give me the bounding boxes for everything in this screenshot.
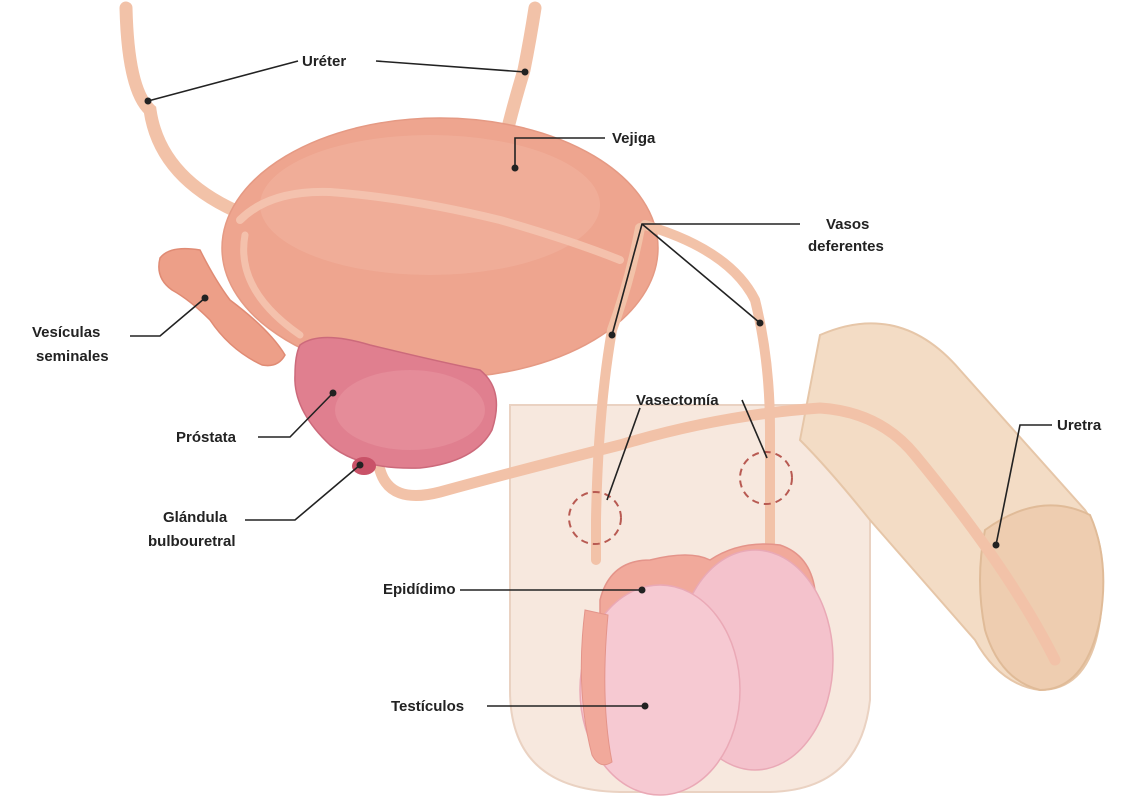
label-vesiculas-1: Vesículas — [32, 324, 100, 341]
label-uretra: Uretra — [1057, 417, 1102, 434]
dot-glandula — [357, 462, 364, 469]
label-ureter: Uréter — [302, 53, 346, 70]
label-glandula-2: bulbouretral — [148, 533, 236, 550]
dot-vasos-right — [757, 320, 764, 327]
label-vasos-2: deferentes — [808, 238, 884, 255]
dot-testiculos — [642, 703, 649, 710]
dot-vesiculas — [202, 295, 209, 302]
dot-ureter-right — [522, 69, 529, 76]
bulbourethral-gland — [352, 457, 376, 475]
dot-uretra — [993, 542, 1000, 549]
ureter-right-tube — [505, 8, 535, 140]
label-vasectomia: Vasectomía — [636, 392, 719, 409]
label-glandula-1: Glándula — [163, 509, 228, 526]
label-vasos-1: Vasos — [826, 216, 869, 233]
label-testiculos: Testículos — [391, 698, 464, 715]
dot-prostata — [330, 390, 337, 397]
label-vejiga: Vejiga — [612, 130, 656, 147]
dot-vejiga — [512, 165, 519, 172]
leader-glandula — [245, 465, 360, 520]
dot-epididimo — [639, 587, 646, 594]
leader-ureter-2 — [376, 61, 525, 72]
dot-vasos-left — [609, 332, 616, 339]
label-prostata: Próstata — [176, 429, 237, 446]
prostate-highlight — [335, 370, 485, 450]
label-vesiculas-2: seminales — [36, 348, 109, 365]
label-epididimo: Epidídimo — [383, 581, 456, 598]
leader-ureter — [148, 61, 298, 101]
dot-ureter-left — [145, 98, 152, 105]
